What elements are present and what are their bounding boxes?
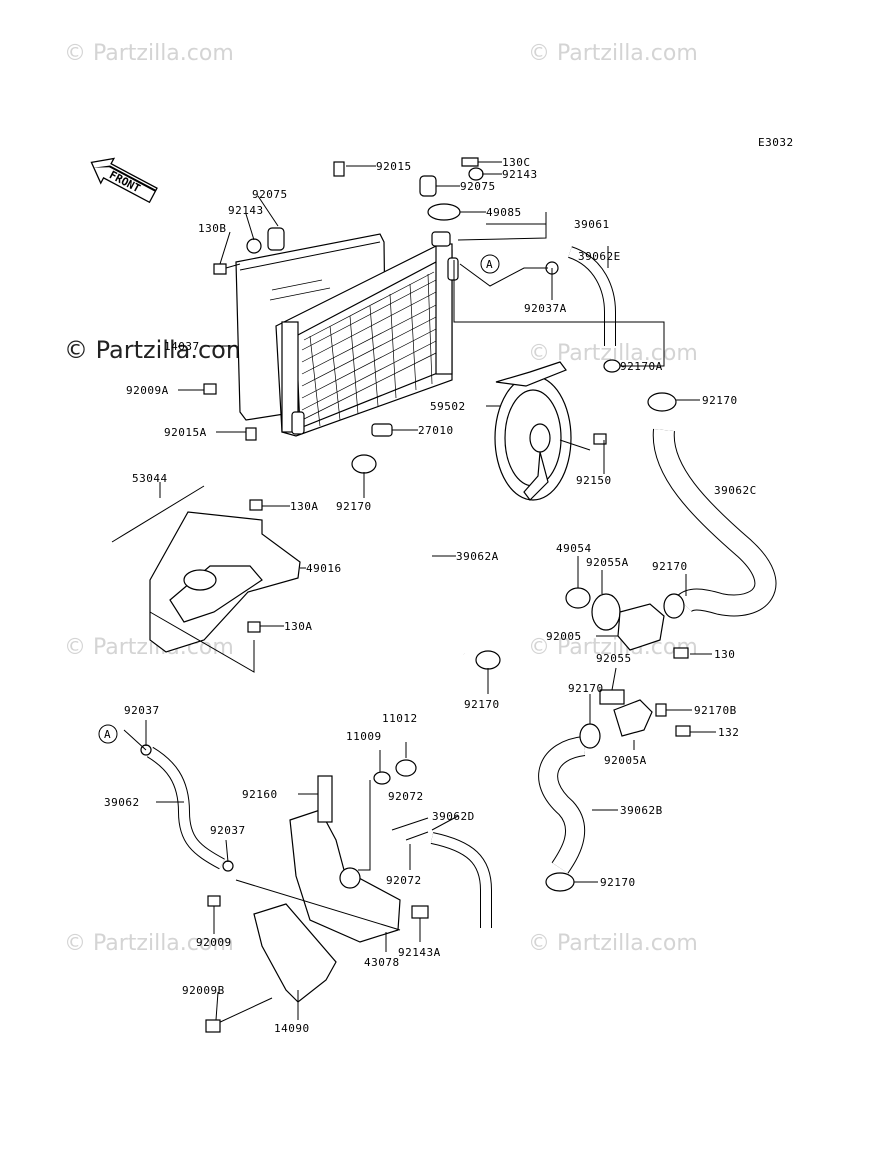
radiator [275, 231, 459, 437]
part-label-92037: 92037 [124, 704, 160, 717]
part-label-130a: 130A [290, 500, 319, 513]
watermark: © Partzilla.com [528, 635, 698, 660]
part-label-39061: 39061 [574, 218, 610, 231]
part-label-92072: 92072 [388, 790, 424, 803]
part-label-92160: 92160 [242, 788, 278, 801]
callout-a: A A [98, 254, 500, 744]
callout-a-label: A [104, 728, 111, 741]
part-label-92005a: 92005A [604, 754, 647, 767]
part-label-92009b: 92009B [182, 984, 225, 997]
part-label-130a: 130A [284, 620, 313, 633]
part-label-92170: 92170 [568, 682, 604, 695]
watermark: © Partzilla.com [64, 931, 234, 956]
watermark-dark: © Partzilla.com [64, 336, 249, 364]
part-label-39062a: 39062A [456, 550, 499, 563]
part-label-39062: 39062 [104, 796, 140, 809]
part-label-14090: 14090 [274, 1022, 310, 1035]
part-label-92143: 92143 [502, 168, 538, 181]
part-label-43078: 43078 [364, 956, 400, 969]
radiator-fan [494, 361, 591, 501]
part-label-92072: 92072 [386, 874, 422, 887]
part-label-92055a: 92055A [586, 556, 629, 569]
part-label-14037: 14037 [164, 340, 200, 353]
part-label-92009a: 92009A [126, 384, 169, 397]
part-label-130: 130 [714, 648, 735, 661]
part-label-39062e: 39062E [578, 250, 621, 263]
part-label-92143a: 92143A [398, 946, 441, 959]
part-label-59502: 59502 [430, 400, 466, 413]
part-label-92005: 92005 [546, 630, 582, 643]
part-label-53044: 53044 [132, 472, 168, 485]
part-label-49016: 49016 [306, 562, 342, 575]
part-label-92150: 92150 [576, 474, 612, 487]
watermark: © Partzilla.com [528, 41, 698, 66]
part-label-92009: 92009 [196, 936, 232, 949]
part-label-132: 132 [718, 726, 739, 739]
part-label-92037: 92037 [210, 824, 246, 837]
part-label-27010: 27010 [418, 424, 454, 437]
part-label-92170a: 92170A [620, 360, 663, 373]
clamps [140, 261, 685, 892]
part-label-92143: 92143 [228, 204, 264, 217]
part-label-92170: 92170 [702, 394, 738, 407]
front-arrow: FRONT [90, 157, 158, 204]
part-label-39062b: 39062B [620, 804, 663, 817]
part-label-39062c: 39062C [714, 484, 757, 497]
part-label-92170: 92170 [600, 876, 636, 889]
part-labels: 92015 130C 92143 92075 92075 92143 130B … [104, 156, 757, 1035]
part-label-49085: 49085 [486, 206, 522, 219]
part-label-92055: 92055 [596, 652, 632, 665]
part-label-92015: 92015 [376, 160, 412, 173]
part-label-130c: 130C [502, 156, 531, 169]
reservoir-tank [289, 775, 401, 943]
part-label-11012: 11012 [382, 712, 418, 725]
part-label-92075: 92075 [460, 180, 496, 193]
part-label-92170: 92170 [464, 698, 500, 711]
part-label-92170: 92170 [336, 500, 372, 513]
part-label-92015a: 92015A [164, 426, 207, 439]
part-label-92037a: 92037A [524, 302, 567, 315]
watermark: © Partzilla.com [64, 635, 234, 660]
part-label-39062d: 39062D [432, 810, 475, 823]
reference-code: E3032 [758, 136, 794, 149]
part-label-92075: 92075 [252, 188, 288, 201]
callout-a-label: A [486, 258, 493, 271]
leader-lines [123, 161, 716, 1021]
part-label-49054: 49054 [556, 542, 592, 555]
radiator-guard [149, 511, 301, 653]
part-label-11009: 11009 [346, 730, 382, 743]
reservoir-bracket [253, 903, 337, 1003]
hoses [146, 246, 777, 928]
watermark: © Partzilla.com [528, 931, 698, 956]
watermark: © Partzilla.com [64, 41, 234, 66]
part-label-92170b: 92170B [694, 704, 737, 717]
part-label-130b: 130B [198, 222, 227, 235]
part-label-92170: 92170 [652, 560, 688, 573]
